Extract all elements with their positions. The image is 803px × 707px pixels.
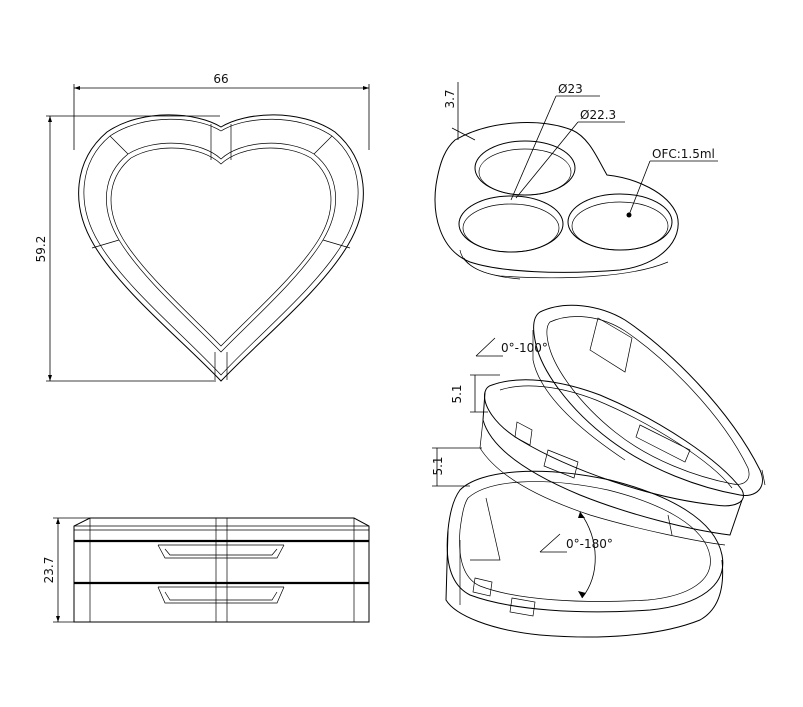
well-depth-label: 3.7 [443, 89, 457, 108]
inner-diameter-label: Ø22.3 [580, 108, 616, 122]
lid-top [73, 517, 370, 542]
base-hinge [509, 597, 536, 617]
open-lid-inner [546, 316, 750, 485]
upper-hinge-angle: 0°-100° [501, 341, 548, 355]
open-lid-side [532, 330, 626, 461]
heart-outer-outline [78, 114, 364, 382]
middle-latch [514, 421, 533, 446]
well-right-inner [571, 201, 669, 251]
upper-drawer-inner [164, 548, 278, 556]
diameter-leader-inner [515, 121, 579, 199]
well-top-inner [478, 148, 572, 196]
top-view: 66 59.2 [34, 72, 370, 382]
open-lid-outer [533, 304, 763, 497]
middle-hinge [635, 424, 691, 463]
lower-angle-symbol [539, 533, 567, 553]
segment-line [109, 135, 129, 155]
upper-angle-symbol [475, 337, 503, 357]
height-arrow-top [48, 116, 52, 122]
lower-drawer-inner [164, 591, 278, 601]
height-arrow-bottom [48, 375, 52, 381]
depth-label: 23.7 [42, 557, 56, 584]
heart-inner-rim [106, 142, 336, 353]
lower-tier-body [73, 582, 370, 623]
insert-outer-outline [434, 122, 679, 273]
front-view: 23.7 [42, 517, 370, 623]
middle-tier-rim [499, 385, 733, 489]
step-upper-label: 5.1 [450, 384, 464, 403]
segment-line [322, 239, 351, 249]
width-arrow-left [74, 86, 80, 90]
heart-inner-wall [110, 147, 332, 347]
middle-drawer [543, 449, 579, 479]
heart-outer-edge [83, 118, 359, 376]
upper-drawer-outer [157, 544, 285, 559]
lower-drawer-outer [157, 586, 285, 604]
well-depth-ext [451, 127, 476, 141]
height-label: 59.2 [34, 236, 48, 263]
insert-base-edge [459, 249, 669, 279]
lower-hinge-angle: 0°-180° [566, 537, 613, 551]
base-inner [459, 481, 711, 602]
lid-edge [761, 469, 766, 486]
segment-line [667, 514, 673, 536]
segment-line [313, 135, 333, 155]
middle-tier-top [484, 379, 744, 507]
open-isometric-view: 5.1 0°-100° 5.1 0°-180° [431, 304, 766, 638]
lower-angle-arrow-bottom [578, 591, 586, 598]
width-arrow-right [363, 86, 369, 90]
middle-tier-bottom [479, 419, 726, 546]
width-label: 66 [213, 72, 228, 86]
lower-angle-arc [579, 511, 596, 599]
well-insert-view: 3.7 Ø23 Ø22.3 OFC:1.5ml [434, 82, 718, 280]
insert-base-edge [463, 257, 521, 280]
base-latch [472, 577, 493, 597]
well-left-inner [462, 203, 560, 253]
step-lower-label: 5.1 [431, 456, 445, 475]
capacity-label: OFC:1.5ml [652, 147, 715, 161]
middle-tier-side [482, 391, 743, 536]
segment-line [91, 239, 120, 249]
depth-arrow-bottom [56, 616, 60, 622]
base-side [445, 529, 724, 638]
lower-angle-arrow-top [578, 512, 585, 518]
capacity-leader [628, 160, 651, 216]
diameter-leader-outer [510, 95, 557, 201]
depth-arrow-top [56, 518, 60, 524]
upper-tier-body [73, 540, 370, 584]
lid-hinge-tab [589, 317, 633, 373]
base-fold-line [470, 497, 501, 561]
outer-diameter-label: Ø23 [558, 82, 583, 96]
